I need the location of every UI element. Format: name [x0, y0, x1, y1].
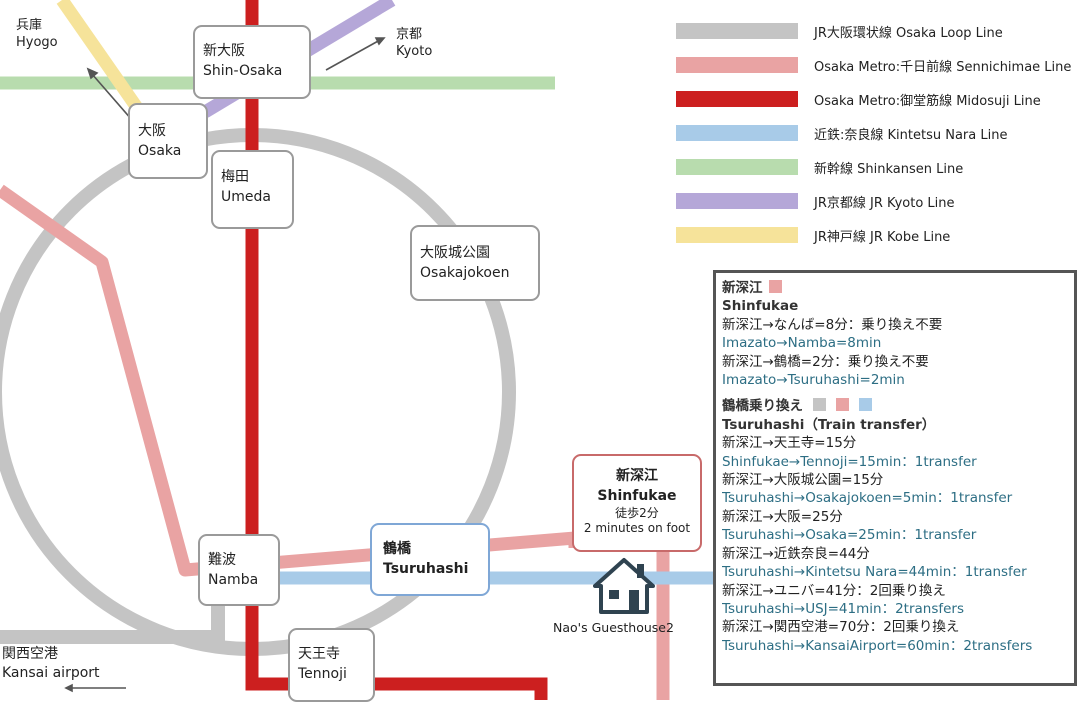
info-shinfukae-jp: 新深江 [722, 279, 1068, 297]
kansai-branch-line [0, 598, 225, 644]
route-line: 新深江→関西空港=70分：2回乗り換え [722, 619, 960, 636]
legend-item: JR大阪環状線 Osaka Loop Line [676, 14, 1076, 48]
info-transfer-en: Tsuruhashi（Train transfer） [722, 416, 936, 433]
legend-item: 近鉄:奈良線 Kintetsu Nara Line [676, 116, 1076, 150]
house-icon[interactable] [593, 556, 655, 614]
legend-item: Osaka Metro:千日前線 Sennichimae Line [676, 48, 1076, 82]
route-line: 新深江→ユニバ=41分：2回乗り換え [722, 582, 946, 599]
hyogo-arrowhead [86, 67, 99, 80]
legend-label: JR京都線 JR Kyoto Line [814, 196, 955, 211]
info-transfer-jp: 鶴橋乗り換え [722, 397, 1068, 415]
route-line: Imazato→Namba=8min [722, 335, 882, 352]
sennichimae-color-swatch [768, 280, 782, 293]
info-panel: 新深江 Shinfukae 新深江→なんば=8分：乗り換え不要 Imazato→N… [713, 270, 1077, 686]
route-line: Tsuruhashi→Osakajokoen=5min：1transfer [722, 490, 1013, 507]
kintetsu-color-swatch [859, 398, 872, 412]
legend-label: JR大阪環状線 Osaka Loop Line [814, 26, 1003, 41]
walk-time-en: 2 minutes on foot [583, 521, 691, 535]
legend-swatch [676, 227, 798, 243]
loop-color-swatch [813, 398, 826, 412]
legend-label: JR神戸線 JR Kobe Line [814, 230, 951, 245]
legend-swatch [676, 159, 798, 175]
legend-swatch [676, 125, 798, 141]
route-line: Imazato→Tsuruhashi=2min [722, 372, 905, 389]
legend-swatch [676, 193, 798, 209]
legend-label: Osaka Metro:千日前線 Sennichimae Line [814, 60, 1072, 75]
legend-swatch [676, 91, 798, 107]
legend-item: JR神戸線 JR Kobe Line [676, 218, 1076, 252]
kyoto-arrow [325, 39, 381, 71]
guesthouse-label: Nao's Guesthouse2 [553, 620, 674, 635]
legend-label: Osaka Metro:御堂筋線 Midosuji Line [814, 94, 1041, 109]
legend-swatch [676, 23, 798, 39]
route-line: 新深江→鶴橋=2分：乗り換え不要 [722, 353, 929, 370]
route-line: 新深江→近鉄奈良=44分 [722, 545, 870, 562]
route-line: Tsuruhashi→Kintetsu Nara=44min：1transfer [722, 564, 1027, 581]
route-line: 新深江→大阪城公園=15分 [722, 472, 884, 489]
walk-time-jp: 徒歩2分 [615, 506, 659, 520]
sennichimae-color-swatch [836, 398, 849, 412]
legend-item: Osaka Metro:御堂筋線 Midosuji Line [676, 82, 1076, 116]
legend-item: 新幹線 Shinkansen Line [676, 150, 1076, 184]
legend-label: 新幹線 Shinkansen Line [814, 162, 964, 177]
kansai-arrowhead [64, 683, 73, 693]
midosuji-line [245, 0, 548, 700]
route-line: 新深江→大阪=25分 [722, 508, 843, 525]
hyogo-arrow [91, 73, 133, 121]
route-line: Tsuruhashi→Osaka=25min：1transfer [722, 527, 977, 544]
legend-swatch [676, 57, 798, 73]
route-line: Tsuruhashi→USJ=41min：2transfers [722, 600, 965, 617]
route-line: 新深江→なんば=8分：乗り換え不要 [722, 316, 943, 333]
legend-label: 近鉄:奈良線 Kintetsu Nara Line [814, 128, 1008, 143]
info-shinfukae-en: Shinfukae [722, 298, 799, 315]
legend-item: JR京都線 JR Kyoto Line [676, 184, 1076, 218]
kobe-line [56, 0, 146, 116]
kyoto-arrowhead [374, 37, 386, 46]
route-line: Shinfukae→Tennoji=15min：1transfer [722, 453, 977, 470]
route-line: Tsuruhashi→KansaiAirport=60min：2transfer… [722, 637, 1033, 654]
route-line: 新深江→天王寺=15分 [722, 435, 857, 452]
